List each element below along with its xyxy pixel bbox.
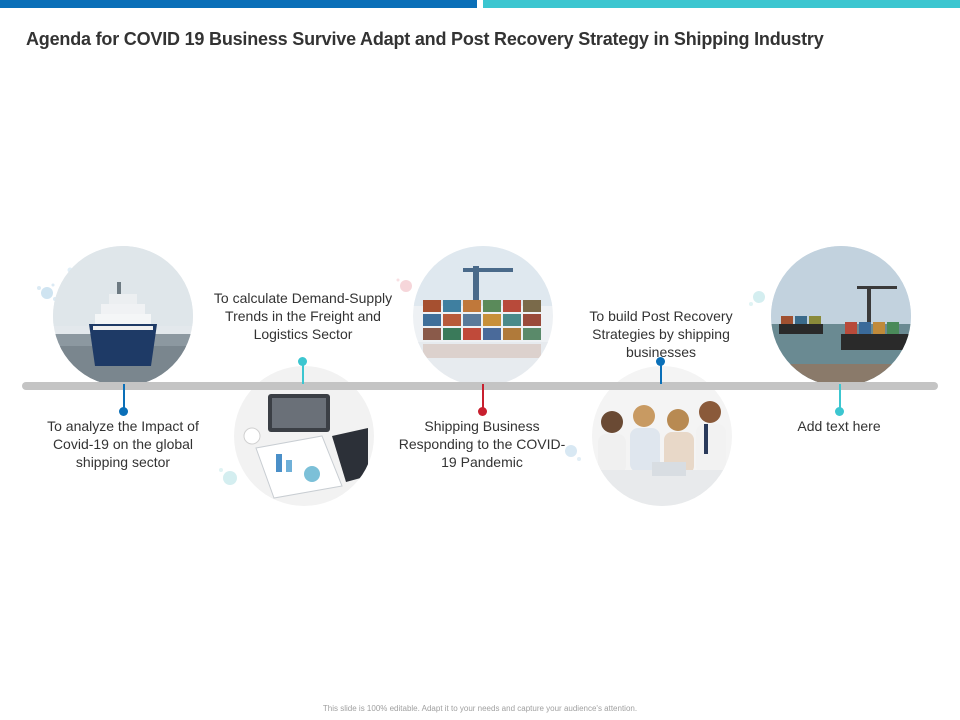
slide-title: Agenda for COVID 19 Business Survive Ada… [26,29,824,49]
connector-line [302,362,304,384]
cargo-ship-photo [771,246,911,386]
virus-splash-icon [749,291,765,306]
timeline-dot [835,407,844,416]
connector-line [482,384,484,410]
timeline-dot [119,407,128,416]
agenda-item-5-text[interactable]: Add text here [797,418,881,434]
virus-splash-icon [219,468,237,485]
container-port-photo [413,246,553,386]
connector-line [123,384,125,410]
agenda-item-4-text: To build Post Recovery Strategies by shi… [589,308,733,360]
footer-note: This slide is 100% editable. Adapt it to… [322,704,638,713]
agenda-item-2-text: To calculate Demand-Supply Trends in the… [213,290,393,342]
cruise-ship-photo [53,246,193,386]
agenda-item-3-text: Shipping Business Responding to the COVI… [398,418,566,470]
connector-line [839,384,841,410]
timeline-dot [298,357,307,366]
timeline-bar [22,382,938,390]
top-accent-bar-teal [483,0,960,8]
connector-line [660,362,662,384]
top-accent-bar-blue [0,0,477,8]
virus-splash-icon [396,278,412,292]
virus-splash-icon [565,445,581,461]
agenda-item-1-text: To analyze the Impact of Covid-19 on the… [47,418,199,470]
timeline-dot [656,357,665,366]
timeline-dot [478,407,487,416]
